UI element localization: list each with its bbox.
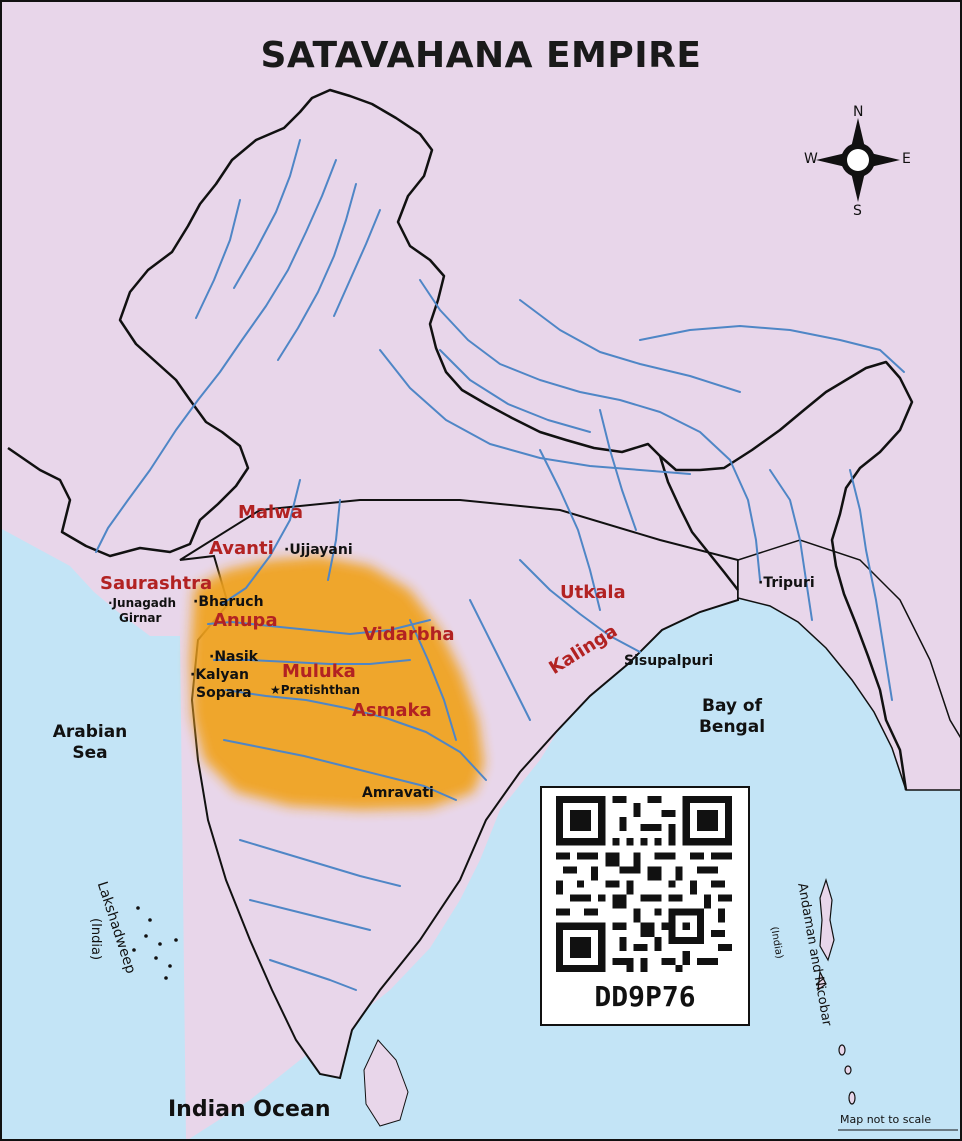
sea-bengal-line2: Bengal xyxy=(698,717,766,738)
region-vidarbha-label: Vidarbha xyxy=(363,624,455,645)
qr-code-icon xyxy=(556,796,732,972)
compass-east-label: E xyxy=(902,151,911,167)
city-sopara-label: Sopara xyxy=(196,685,252,701)
qr-code-text: DD9P76 xyxy=(594,980,696,1013)
sea-indian-ocean-label: Indian Ocean xyxy=(168,1097,331,1122)
compass-north-label: N xyxy=(853,104,864,120)
compass-south-label: S xyxy=(853,203,862,219)
region-anupa-label: Anupa xyxy=(213,610,278,631)
sri-lanka xyxy=(363,1039,409,1127)
sea-arabian-line2: Sea xyxy=(72,743,108,764)
region-avanti-label: Avanti xyxy=(209,538,274,559)
scale-note: Map not to scale xyxy=(840,1113,932,1126)
andaman-nicobar-islands xyxy=(817,878,856,1105)
qr-code-box[interactable]: DD9P76 xyxy=(540,786,750,1026)
region-utkala-label: Utkala xyxy=(560,582,626,603)
city-pratishthan-label: ★Pratishthan xyxy=(270,683,361,697)
map-title: SATAVAHANA EMPIRE xyxy=(260,35,702,76)
sea-arabian-label: Arabian Sea xyxy=(40,722,140,765)
city-sisupalpuri-label: Sisupalpuri xyxy=(624,653,714,669)
city-nasik-label: ·Nasik xyxy=(209,649,258,665)
city-amravati-label: Amravati xyxy=(362,785,434,801)
city-kalyan-label: ·Kalyan xyxy=(190,667,249,683)
city-ujjayani-label: ·Ujjayani xyxy=(284,542,353,558)
region-saurashtra-label: Saurashtra xyxy=(100,573,213,594)
city-bharuch-label: ·Bharuch xyxy=(193,594,264,610)
compass-west-label: W xyxy=(804,151,818,167)
sea-arabian-line1: Arabian xyxy=(52,722,128,742)
political-borders xyxy=(7,88,914,791)
rivers xyxy=(95,139,905,991)
compass-rose-icon xyxy=(816,118,900,202)
city-tripuri-label: ·Tripuri xyxy=(758,575,815,591)
arabian-sea-area xyxy=(0,528,186,1141)
sea-bengal-line1: Bay of xyxy=(702,696,762,716)
lakshadweep-country-label: (India) xyxy=(88,918,103,961)
city-junagadh-label: ·Junagadh xyxy=(108,596,177,610)
region-asmaka-label: Asmaka xyxy=(352,700,432,721)
region-malwa-label: Malwa xyxy=(238,502,304,523)
city-girnar-label: Girnar xyxy=(119,611,162,625)
lakshadweep-islands xyxy=(132,906,178,980)
region-muluka-label: Muluka xyxy=(282,661,356,682)
sea-bay-of-bengal-label: Bay of Bengal xyxy=(680,696,784,739)
